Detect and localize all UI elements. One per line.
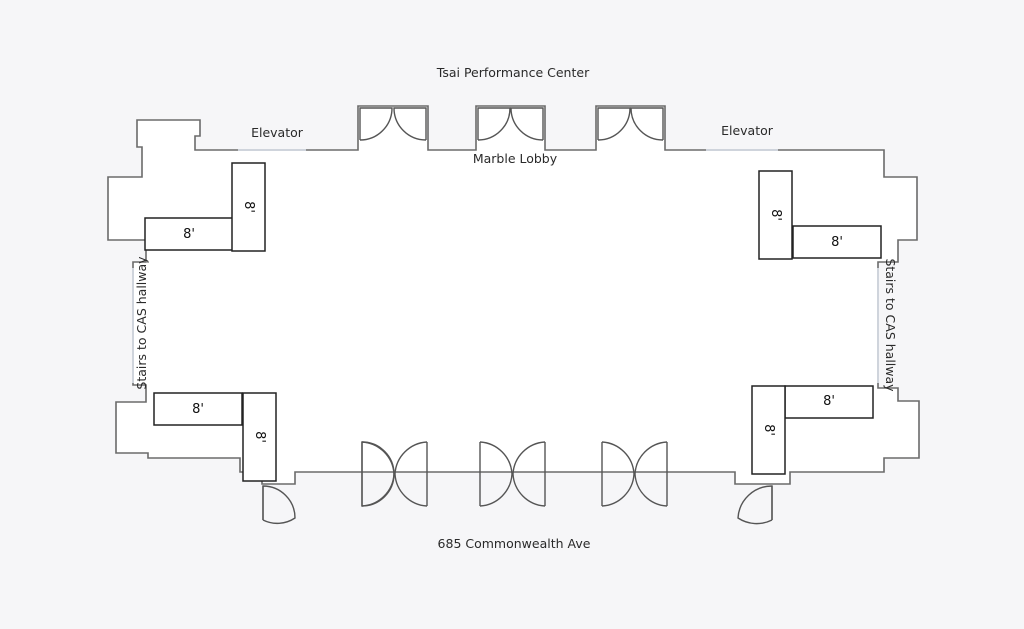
table-lower-left-vertical: 8' [242,392,277,482]
bottom-door-center [479,441,546,507]
street-address-label: 685 Commonwealth Ave [438,536,591,551]
elevator-left-label: Elevator [251,125,304,140]
table-label: 8' [768,209,783,221]
bottom-door-right [601,441,668,507]
table-label: 8' [183,227,195,242]
table-lower-left-horizontal: 8' [153,392,243,426]
table-label: 8' [823,394,835,409]
bottom-door-left [361,441,428,507]
table-upper-left-vertical: 8' [231,162,266,252]
top-door-center [477,107,544,141]
stairs-right-label: Stairs to CAS hallway [883,258,898,392]
table-label: 8' [252,431,267,443]
elevator-right-label: Elevator [721,123,774,138]
bottom-single-door-left [262,485,296,524]
stairs-left-label: Stairs to CAS hallway [134,256,149,390]
table-lower-right-vertical: 8' [751,385,786,475]
bottom-single-door-right [737,485,773,525]
table-label: 8' [831,235,843,250]
table-lower-right-horizontal: 8' [784,385,874,419]
table-upper-right-horizontal: 8' [792,225,882,259]
table-upper-left-horizontal: 8' [144,217,234,251]
table-upper-right-vertical: 8' [758,170,793,260]
top-door-left [359,107,427,141]
table-label: 8' [241,201,256,213]
top-door-right [597,107,664,141]
tsai-performance-center-label: Tsai Performance Center [436,65,590,80]
table-label: 8' [192,402,204,417]
table-label: 8' [761,424,776,436]
marble-lobby-label: Marble Lobby [473,151,558,166]
